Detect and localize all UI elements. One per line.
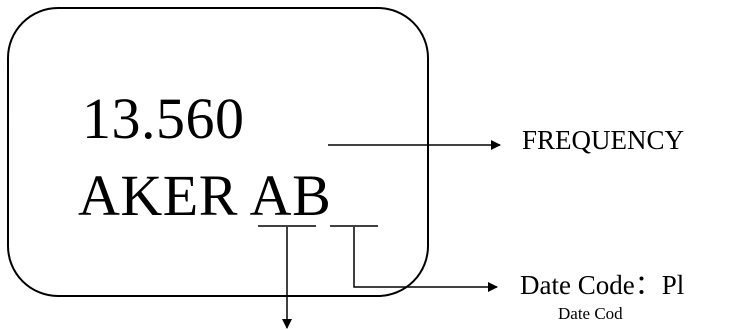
frequency-label: FREQUENCY	[522, 125, 685, 155]
date-code-subtitle: Date Cod	[558, 304, 623, 323]
date-code-label: Date Code：Pl	[520, 270, 685, 300]
component-outline	[7, 7, 429, 297]
date-code-arrow	[353, 227, 498, 292]
marking-code: AKER AB	[78, 163, 332, 228]
frequency-value: 13.560	[82, 86, 245, 151]
